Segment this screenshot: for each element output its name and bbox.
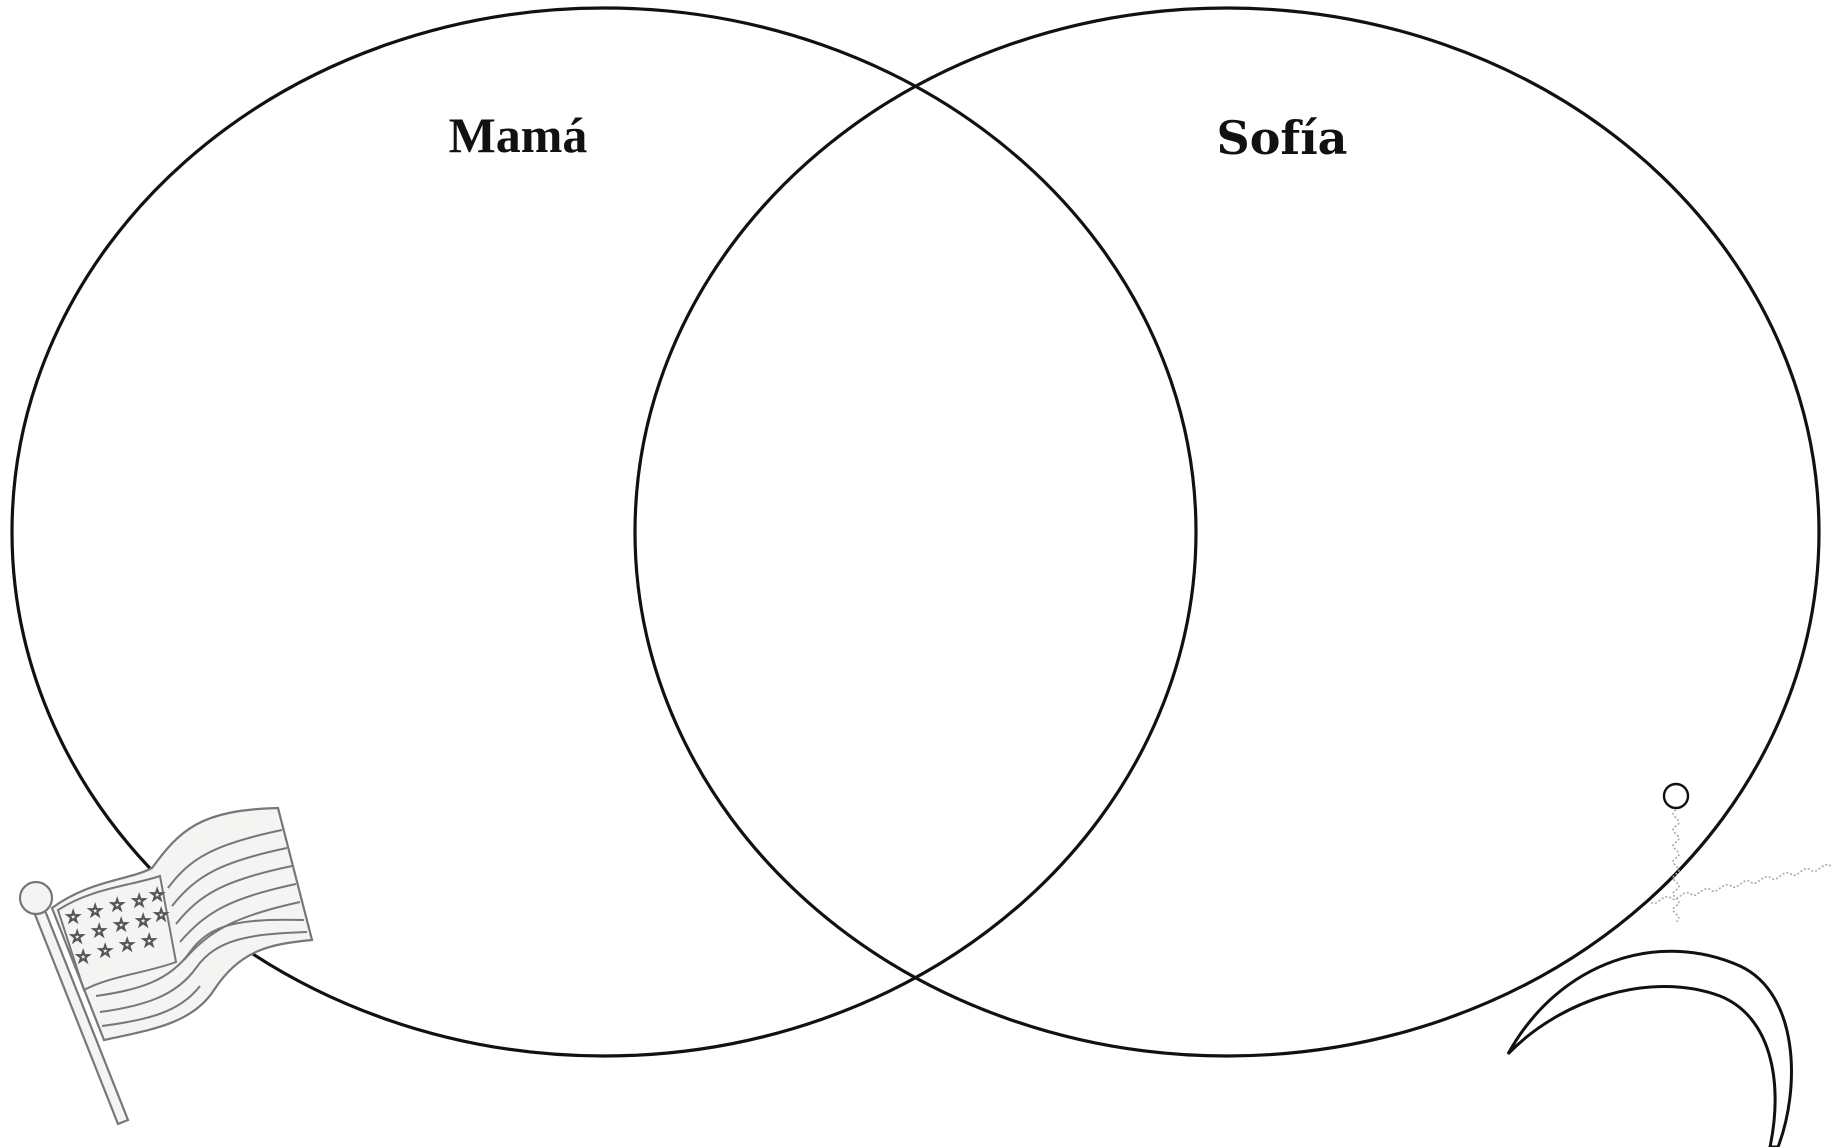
left-set-label: Mamá: [449, 107, 588, 163]
svg-text:☆: ☆: [142, 931, 156, 950]
svg-text:☆: ☆: [154, 905, 168, 924]
svg-text:☆: ☆: [132, 891, 146, 910]
american-flag-icon: ☆ ☆ ☆ ☆ ☆ ☆ ☆ ☆ ☆ ☆ ☆ ☆ ☆ ☆: [20, 808, 312, 1124]
svg-text:☆: ☆: [150, 885, 164, 904]
right-set-ellipse: [635, 8, 1819, 1056]
svg-text:☆: ☆: [92, 921, 106, 940]
svg-text:☆: ☆: [120, 935, 134, 954]
svg-text:☆: ☆: [88, 901, 102, 920]
svg-text:☆: ☆: [110, 895, 124, 914]
crescent-moon-icon: [1508, 951, 1791, 1147]
svg-text:☆: ☆: [76, 947, 90, 966]
spring-antenna-icon: [1651, 784, 1831, 922]
svg-text:☆: ☆: [114, 915, 128, 934]
svg-text:☆: ☆: [70, 927, 84, 946]
svg-text:☆: ☆: [136, 911, 150, 930]
right-set-label: Sofía: [1217, 111, 1348, 165]
svg-text:☆: ☆: [98, 941, 112, 960]
svg-text:☆: ☆: [66, 907, 80, 926]
